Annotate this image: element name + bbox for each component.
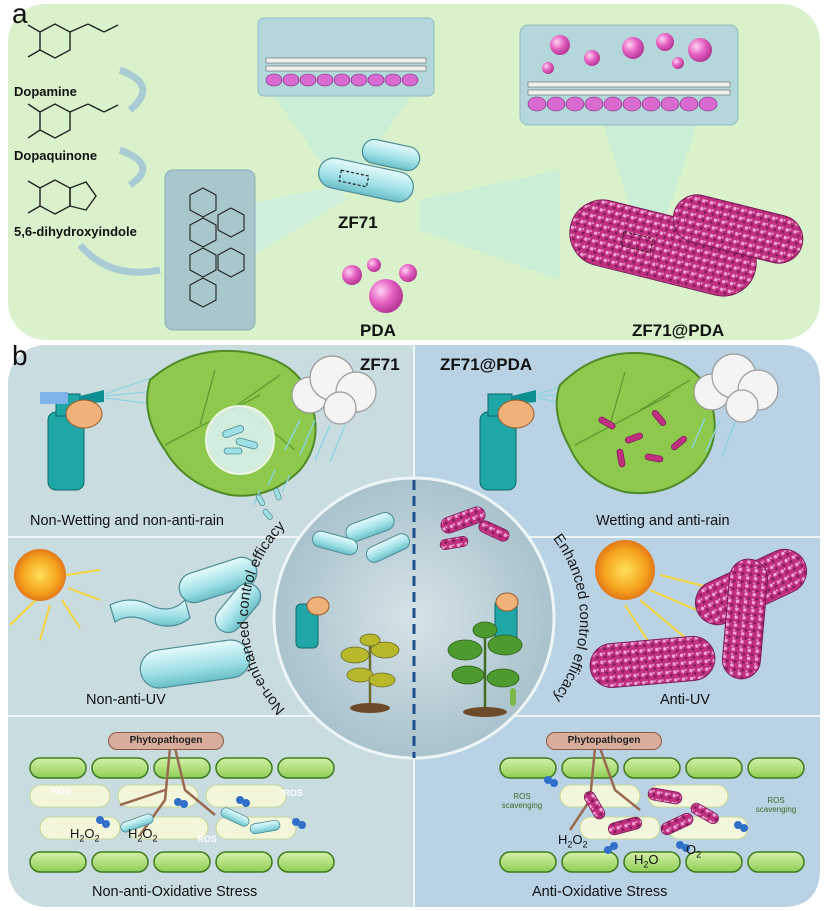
- plant-cell-layer-left: [29, 757, 335, 873]
- polydopamine-structure-box: [164, 169, 256, 331]
- uv-damaged-bacteria: [109, 556, 262, 689]
- left-column-title: ZF71: [360, 355, 400, 374]
- washed-bacteria: [255, 488, 282, 520]
- zf71-surface-membrane: [265, 57, 427, 87]
- row1-left-caption: Non-Wetting and non-anti-rain: [30, 513, 224, 529]
- spray-bottle-small: [494, 592, 519, 645]
- coated-label: ZF71@PDA: [632, 321, 725, 340]
- polydopamine-structure: [189, 187, 245, 308]
- panel-b-letter: b: [12, 340, 28, 371]
- reaction-arrow: [77, 242, 161, 276]
- molecule-label-dihydroxyindole: 5,6-dihydroxyindole: [14, 224, 137, 239]
- adhered-coated-bacteria: [598, 410, 687, 468]
- center-zf71-bacteria: [312, 512, 411, 563]
- cloud: [693, 353, 779, 423]
- plant-cell-layer-right: [499, 757, 805, 873]
- leaf-veins: [574, 371, 691, 446]
- h2o2-molecules-right: [544, 776, 748, 854]
- dihydroxyindole-structure: [27, 179, 97, 215]
- h2o2-label: H2O2: [128, 826, 158, 844]
- coated-surface-membrane: [527, 33, 731, 112]
- sun-icon: [9, 549, 101, 641]
- reaction-arrow: [118, 146, 147, 188]
- pda-particles: [342, 258, 417, 313]
- beam-shape: [600, 115, 700, 235]
- h2o2-label: H2O2: [558, 832, 588, 850]
- zf71-bacteria: [318, 138, 421, 203]
- bacteria-in-droplet: [222, 425, 259, 455]
- ros-scavenging-badge: ROS scavenging: [494, 784, 550, 818]
- row3-left-caption: Non-anti-Oxidative Stress: [92, 884, 258, 900]
- row2-right-caption: Anti-UV: [660, 692, 710, 708]
- spray-bottle-small: [295, 596, 330, 649]
- reaction-arrow: [118, 66, 147, 113]
- cloud: [291, 355, 377, 425]
- panel-b: Non-enhanced control efficacy Enhanced c…: [8, 345, 820, 907]
- uv-protected-bacteria: [589, 548, 808, 688]
- phytopathogen-badge-left: Phytopathogen: [108, 732, 224, 750]
- pda-label: PDA: [360, 321, 396, 340]
- row2-left-caption: Non-anti-UV: [86, 692, 166, 708]
- dopamine-structure: [27, 23, 119, 59]
- rain: [253, 419, 346, 506]
- ros-badge: ROS: [278, 778, 308, 808]
- leaf: [555, 352, 716, 495]
- spray-bottle: [40, 390, 104, 491]
- dopaquinone-structure: [27, 103, 119, 139]
- rain: [691, 417, 736, 457]
- left-bacteria-row3: [120, 807, 281, 835]
- ros-badge: ROS: [192, 824, 222, 854]
- panel-a: [8, 4, 820, 340]
- ros-badge: ROS: [46, 776, 76, 806]
- zf71-label: ZF71: [338, 213, 378, 232]
- coated-bacteria: [569, 194, 804, 297]
- healthy-plant: [447, 621, 523, 717]
- panel-a-letter: a: [12, 0, 28, 29]
- row1-right-caption: Wetting and anti-rain: [596, 513, 730, 529]
- h2o2-molecules-left: [96, 796, 306, 829]
- h2o2-label: H2O2: [70, 826, 100, 844]
- right-coated-bacteria-row3: [583, 787, 719, 836]
- right-column-title: ZF71@PDA: [440, 355, 533, 374]
- ros-scavenging-badge: ROS scavenging: [748, 788, 804, 822]
- beam-shape: [420, 170, 560, 280]
- h2o-label: H2O: [634, 852, 659, 870]
- molecule-label-dopaquinone: Dopaquinone: [14, 148, 98, 163]
- center-coated-bacteria: [439, 506, 510, 550]
- row3-right-caption: Anti-Oxidative Stress: [532, 884, 668, 900]
- diseased-plant: [340, 633, 400, 713]
- phytopathogen-badge-right: Phytopathogen: [546, 732, 662, 750]
- spray-bottle: [479, 390, 536, 491]
- molecule-label-dopamine: Dopamine: [14, 84, 77, 99]
- o2-label: O2: [686, 842, 702, 860]
